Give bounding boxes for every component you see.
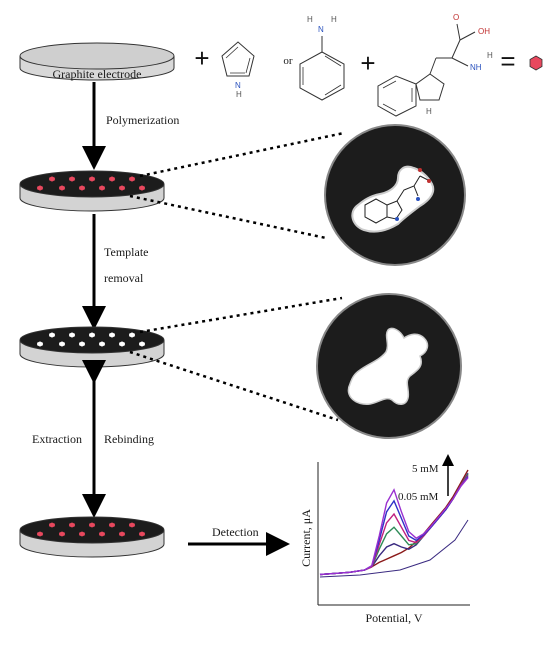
rebound-dot: [79, 531, 85, 537]
rebound-dot: [69, 522, 75, 528]
rebound-dot: [119, 531, 125, 537]
chart-x-label: Potential, V: [365, 611, 422, 625]
cavity-dot: [49, 332, 55, 338]
template-dot: [49, 176, 55, 182]
template-dot: [37, 185, 43, 191]
rebound-dot: [49, 522, 55, 528]
rebound-dot: [139, 531, 145, 537]
zoom-circle-template: [324, 124, 466, 266]
template-dot: [99, 185, 105, 191]
cv-return-trace: [319, 519, 469, 578]
zoom-line-upper-1: [139, 131, 345, 178]
imprinted-electrode: [19, 170, 165, 212]
template-dot: [59, 185, 65, 191]
graphite-electrode: Graphite electrode: [19, 42, 175, 81]
zoom-line-lower-2: [129, 350, 339, 422]
cavity-dots: [37, 332, 145, 347]
cavity-dot: [37, 341, 43, 347]
cavity-dot: [109, 332, 115, 338]
plus-sign-2: +: [360, 48, 375, 78]
rebound-dot: [99, 531, 105, 537]
template-dot: [109, 176, 115, 182]
rebound-dots: [37, 522, 145, 537]
template-dot: [129, 176, 135, 182]
cavity-dot: [59, 341, 65, 347]
template-dot: [89, 176, 95, 182]
aniline-h2-label: H: [331, 15, 337, 24]
template-dot: [139, 185, 145, 191]
polymerization-label: Polymerization: [106, 113, 179, 127]
graphite-electrode-label: Graphite electrode: [53, 67, 142, 81]
rebound-dot: [37, 531, 43, 537]
tryptophan-structure: O OH H NH H: [377, 13, 493, 117]
trp-oh-label: OH: [478, 27, 490, 36]
pyrrole-n-label: N: [235, 81, 241, 90]
cavity-electrode: [19, 326, 165, 368]
trp-nh2-label: NH: [470, 63, 482, 72]
template-dots: [37, 176, 145, 191]
rebound-dot: [89, 522, 95, 528]
chart-series-group: [319, 469, 469, 578]
trp-nh-bottom-label: H: [426, 107, 432, 116]
trp-h-label: H: [487, 51, 493, 60]
template-label-line1: Template: [104, 245, 148, 259]
cv-series-line-0: [319, 469, 469, 576]
voltammogram-chart: 5 mM 0.05 mM Potential, V Current, μA: [299, 454, 470, 625]
aniline-h1-label: H: [307, 15, 313, 24]
cv-series-line-5: [319, 477, 469, 576]
plus-sign-1: +: [194, 43, 209, 73]
trp-o-label: O: [453, 13, 459, 22]
aniline-structure: H N H: [299, 15, 345, 101]
cavity-dot: [139, 341, 145, 347]
zoom-circle-cavity: [316, 293, 462, 439]
annotation-5mm: 5 mM: [412, 463, 439, 475]
template-label-line2: removal: [104, 271, 144, 285]
pyrrole-structure: N H: [221, 41, 255, 99]
rebound-dot: [109, 522, 115, 528]
template-dot: [119, 185, 125, 191]
template-hexagon-icon: [529, 55, 543, 71]
or-label: or: [283, 55, 293, 67]
annotation-005mm: 0.05 mM: [398, 491, 439, 503]
cavity-dot: [129, 332, 135, 338]
empty-cavity: [347, 327, 429, 405]
template-dot: [69, 176, 75, 182]
cavity-dot: [119, 341, 125, 347]
aniline-n-label: N: [318, 25, 324, 34]
zoom-line-upper-2: [139, 296, 343, 334]
zoom-line-lower-1: [129, 194, 327, 240]
template-dot: [79, 185, 85, 191]
rebound-electrode: [19, 516, 165, 558]
cavity-dot: [69, 332, 75, 338]
chart-y-label: Current, μA: [299, 509, 313, 567]
extraction-label: Extraction: [32, 432, 82, 446]
rebinding-label: Rebinding: [104, 432, 154, 446]
equals-sign: =: [500, 46, 515, 76]
cavity-dot: [99, 341, 105, 347]
rebound-dot: [129, 522, 135, 528]
imprint-cavity-with-molecule: [351, 165, 435, 233]
pyrrole-h-label: H: [236, 90, 242, 99]
cavity-dot: [79, 341, 85, 347]
rebound-dot: [59, 531, 65, 537]
detection-label: Detection: [212, 525, 259, 539]
cavity-dot: [89, 332, 95, 338]
